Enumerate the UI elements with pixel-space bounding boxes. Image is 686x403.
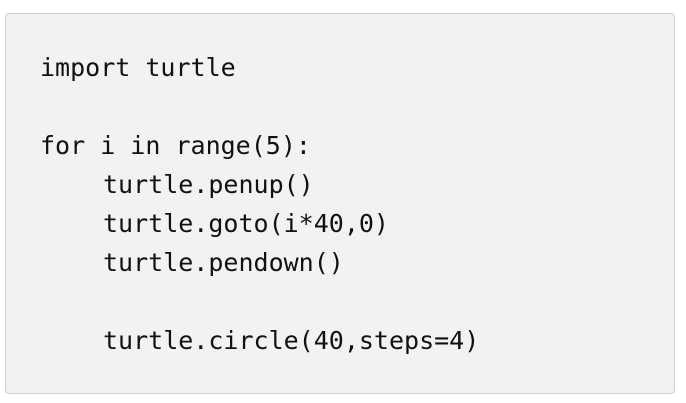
code-line-for-loop: for i in range(5): <box>40 131 311 160</box>
code-line-circle: turtle.circle(40,steps=4) <box>103 326 480 355</box>
code-line-blank <box>40 87 479 126</box>
code-line-penup: turtle.penup() <box>103 170 314 199</box>
code-line-pendown: turtle.pendown() <box>103 248 344 277</box>
code-line-blank <box>40 282 479 321</box>
code-block: import turtle for i in range(5): turtle.… <box>5 13 675 394</box>
code-lines: import turtle for i in range(5): turtle.… <box>40 48 479 360</box>
code-line-goto: turtle.goto(i*40,0) <box>103 209 389 238</box>
code-line-import: import turtle <box>40 53 236 82</box>
